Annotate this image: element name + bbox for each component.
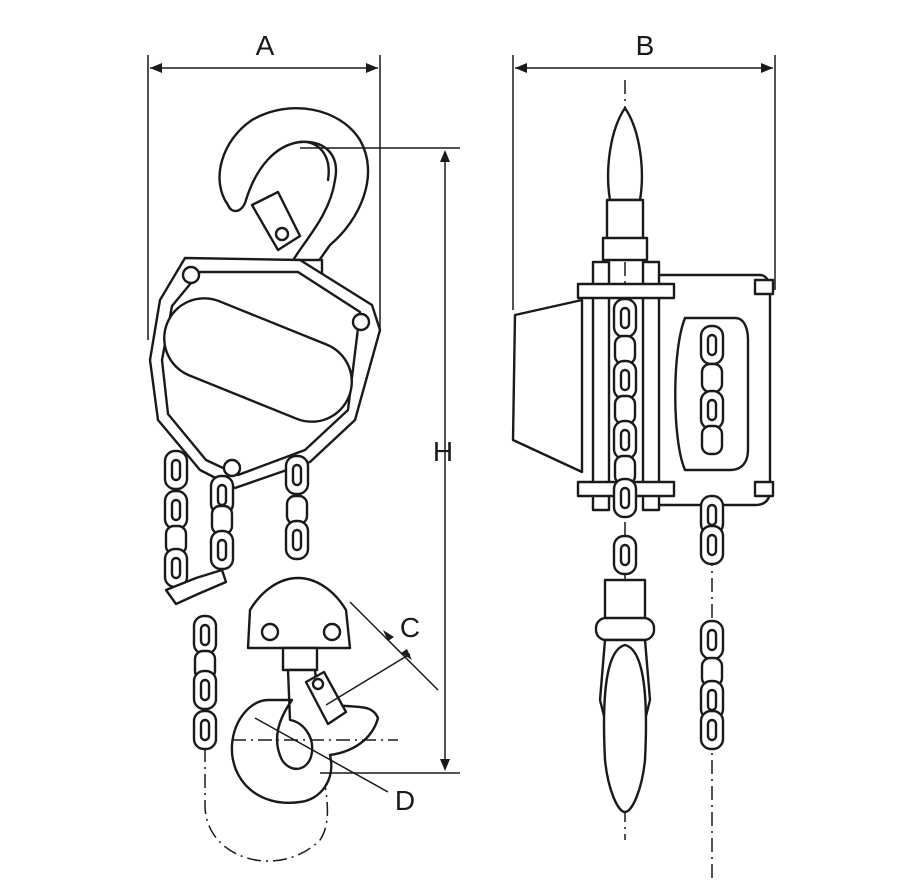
hoist-body bbox=[148, 256, 382, 490]
top-hook bbox=[218, 107, 370, 276]
label-c: C bbox=[400, 612, 420, 643]
label-d: D bbox=[395, 785, 415, 816]
top-hook-side bbox=[601, 106, 649, 262]
load-chain bbox=[284, 454, 310, 561]
bottom-hook-side bbox=[594, 578, 656, 814]
front-view: A bbox=[147, 30, 439, 862]
bottom-hook-block bbox=[230, 576, 398, 805]
dimension-b: B bbox=[512, 30, 776, 310]
hoist-body-side bbox=[511, 260, 775, 512]
label-b: B bbox=[636, 30, 655, 61]
label-h: H bbox=[433, 436, 453, 467]
side-view: B bbox=[511, 30, 776, 880]
dimension-a: A bbox=[147, 30, 381, 340]
dimension-h: H bbox=[300, 147, 460, 774]
label-a: A bbox=[256, 30, 275, 61]
hand-chain bbox=[163, 449, 329, 862]
dimension-d: D bbox=[254, 717, 415, 816]
dimension-c: C bbox=[325, 601, 439, 706]
